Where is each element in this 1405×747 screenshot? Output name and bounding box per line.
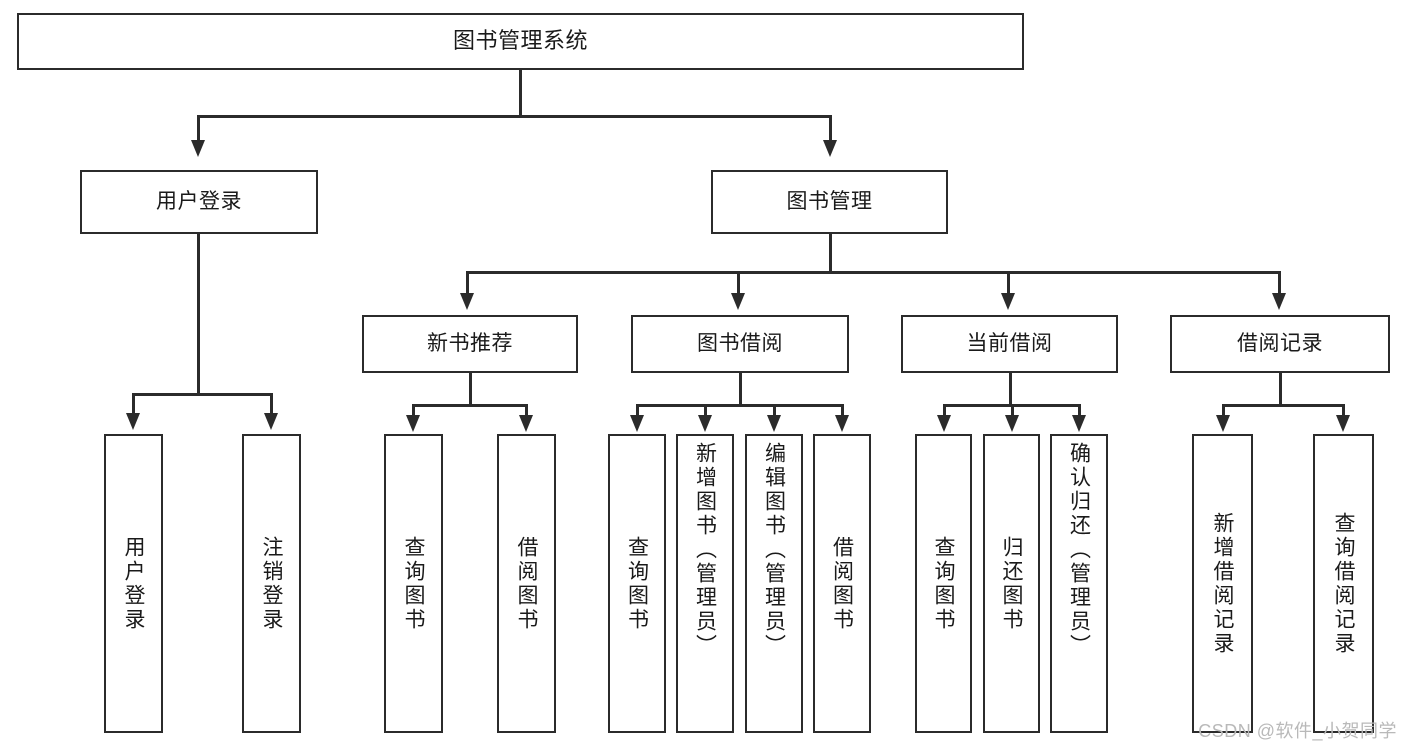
arrow-to-leaf-add-book-admin xyxy=(698,415,712,432)
connector-cb-drop-3 xyxy=(1078,404,1081,418)
arrow-to-leaf-user-login xyxy=(126,413,140,430)
node-label: 归还图书 xyxy=(1000,535,1023,632)
connector-cb-drop-2 xyxy=(1011,404,1014,418)
connector-br-drop-1 xyxy=(1222,404,1225,418)
node-label: 查询图书 xyxy=(625,535,649,632)
connector-book-borrow-bus xyxy=(636,404,844,407)
node-leaf-query-book-1[interactable]: 查询图书 xyxy=(384,434,443,733)
node-leaf-query-book-2[interactable]: 查询图书 xyxy=(608,434,666,733)
connector-bm-drop-borrow-record xyxy=(1278,271,1281,295)
node-leaf-edit-book-admin[interactable]: 编辑图书（管理员） xyxy=(745,434,803,733)
node-label: 新书推荐 xyxy=(427,331,513,355)
node-book-management[interactable]: 图书管理 xyxy=(711,170,948,234)
arrow-to-leaf-query-book-2 xyxy=(630,415,644,432)
connector-book-borrow-stem xyxy=(739,373,742,406)
node-leaf-add-borrow-record[interactable]: 新增借阅记录 xyxy=(1192,434,1253,733)
arrow-to-leaf-logout-login xyxy=(264,413,278,430)
connector-new-book-stem xyxy=(469,373,472,406)
arrow-to-leaf-edit-book-admin xyxy=(767,415,781,432)
node-leaf-query-borrow-record[interactable]: 查询借阅记录 xyxy=(1313,434,1374,733)
connector-bb-drop-4 xyxy=(841,404,844,418)
connector-user-login-drop-1 xyxy=(132,393,135,415)
node-current-borrow[interactable]: 当前借阅 xyxy=(901,315,1118,373)
node-label: 查询图书 xyxy=(932,535,955,632)
node-user-login[interactable]: 用户登录 xyxy=(80,170,318,234)
node-label: 注销登录 xyxy=(260,535,283,632)
node-label: 借阅记录 xyxy=(1237,331,1323,355)
connector-root-to-user-login xyxy=(197,115,200,143)
connector-user-login-stem xyxy=(197,234,200,395)
arrow-to-leaf-query-book-3 xyxy=(937,415,951,432)
arrow-to-leaf-query-borrow-record xyxy=(1336,415,1350,432)
connector-borrow-record-stem xyxy=(1279,373,1282,406)
connector-current-borrow-stem xyxy=(1009,373,1012,406)
csdn-watermark: CSDN @软件_小贺同学 xyxy=(1198,721,1397,741)
connector-cb-drop-1 xyxy=(943,404,946,418)
arrow-root-to-book-management xyxy=(823,140,837,157)
node-label: 新增借阅记录 xyxy=(1211,511,1234,656)
node-leaf-logout-login[interactable]: 注销登录 xyxy=(242,434,301,733)
node-leaf-borrow-book-2[interactable]: 借阅图书 xyxy=(813,434,871,733)
connector-bb-drop-1 xyxy=(636,404,639,418)
node-label: 当前借阅 xyxy=(966,331,1053,355)
arrow-to-book-borrow xyxy=(731,293,745,310)
node-label: 新增图书（管理员） xyxy=(693,442,717,658)
connector-bb-drop-3 xyxy=(773,404,776,418)
connector-root-bus xyxy=(197,115,831,118)
arrow-to-borrow-record xyxy=(1272,293,1286,310)
node-leaf-return-book[interactable]: 归还图书 xyxy=(983,434,1040,733)
connector-book-management-stem xyxy=(829,234,832,272)
connector-root-stem xyxy=(519,70,522,116)
node-label: 用户登录 xyxy=(122,535,145,632)
node-label: 借阅图书 xyxy=(515,535,538,632)
arrow-to-current-borrow xyxy=(1001,293,1015,310)
connector-root-to-book-management xyxy=(829,115,832,143)
arrow-to-leaf-confirm-return-admin xyxy=(1072,415,1086,432)
connector-user-login-bus xyxy=(132,393,270,396)
connector-new-book-drop-1 xyxy=(412,404,415,418)
node-label: 查询借阅记录 xyxy=(1332,511,1355,656)
connector-br-drop-2 xyxy=(1342,404,1345,418)
node-label: 借阅图书 xyxy=(830,535,854,632)
node-new-book-recommend[interactable]: 新书推荐 xyxy=(362,315,578,373)
connector-user-login-drop-2 xyxy=(270,393,273,415)
connector-new-book-drop-2 xyxy=(525,404,528,418)
node-label: 用户登录 xyxy=(156,189,242,213)
arrow-to-leaf-borrow-book-2 xyxy=(835,415,849,432)
connector-borrow-record-bus xyxy=(1222,404,1344,407)
connector-book-management-bus xyxy=(466,271,1280,274)
node-leaf-borrow-book-1[interactable]: 借阅图书 xyxy=(497,434,556,733)
node-leaf-query-book-3[interactable]: 查询图书 xyxy=(915,434,972,733)
arrow-root-to-user-login xyxy=(191,140,205,157)
arrow-to-leaf-query-book-1 xyxy=(406,415,420,432)
node-book-borrow[interactable]: 图书借阅 xyxy=(631,315,849,373)
connector-bb-drop-2 xyxy=(704,404,707,418)
arrow-to-leaf-borrow-book-1 xyxy=(519,415,533,432)
node-leaf-add-book-admin[interactable]: 新增图书（管理员） xyxy=(676,434,734,733)
node-label: 图书管理系统 xyxy=(452,28,588,54)
node-label: 编辑图书（管理员） xyxy=(762,442,786,658)
node-label: 图书管理 xyxy=(786,189,873,213)
connector-bm-drop-current-borrow xyxy=(1007,271,1010,295)
connector-new-book-bus xyxy=(412,404,527,407)
node-root-system[interactable]: 图书管理系统 xyxy=(17,13,1024,70)
connector-bm-drop-new-book xyxy=(466,271,469,295)
node-label: 确认归还（管理员） xyxy=(1067,442,1091,658)
arrow-to-leaf-return-book xyxy=(1005,415,1019,432)
arrow-to-leaf-add-borrow-record xyxy=(1216,415,1230,432)
node-label: 查询图书 xyxy=(402,535,425,632)
node-leaf-user-login[interactable]: 用户登录 xyxy=(104,434,163,733)
node-label: 图书借阅 xyxy=(697,331,783,355)
node-leaf-confirm-return-admin[interactable]: 确认归还（管理员） xyxy=(1050,434,1108,733)
node-borrow-record[interactable]: 借阅记录 xyxy=(1170,315,1390,373)
arrow-to-new-book-recommend xyxy=(460,293,474,310)
connector-bm-drop-book-borrow xyxy=(737,271,740,295)
